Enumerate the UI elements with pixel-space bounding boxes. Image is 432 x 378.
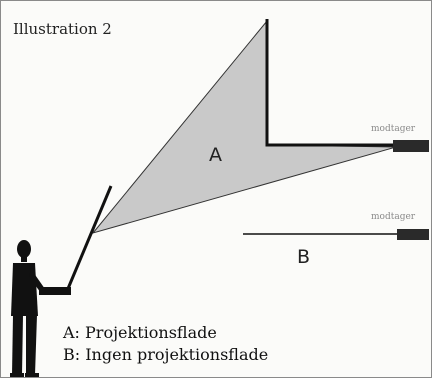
projection-surface [265,19,396,147]
figure-title: Illustration 2 [13,20,112,38]
receiver-b [397,229,429,240]
legend-line-b: B: Ingen projektionsflade [63,345,268,364]
receiver-a [393,140,429,152]
region-a-label: A [209,144,222,166]
receiver-a-label: modtager [371,124,416,134]
pointer-stick [65,185,113,292]
projection-beam [91,19,397,234]
person-silhouette [10,240,71,377]
legend-line-a: A: Projektionsflade [62,323,217,342]
receiver-b-label: modtager [371,212,416,222]
region-b-label: B [297,246,310,268]
